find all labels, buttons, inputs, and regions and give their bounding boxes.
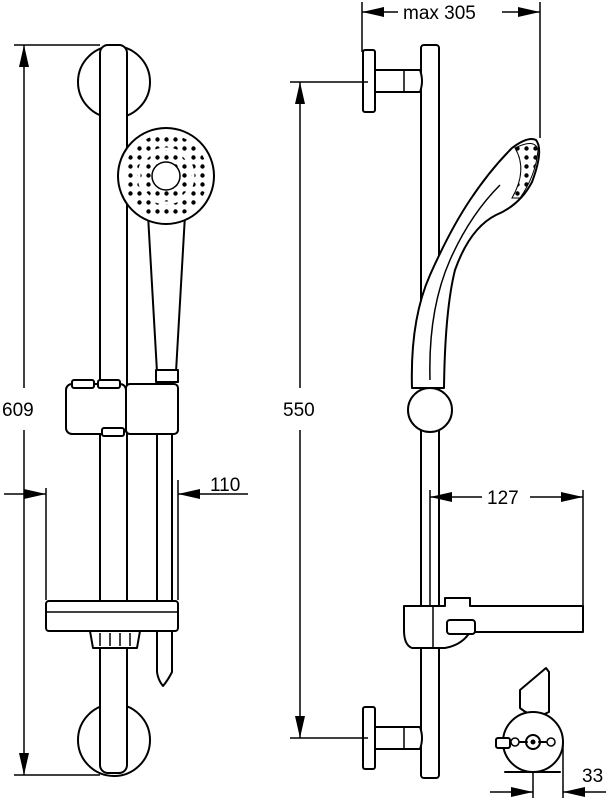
hand-shower-handle xyxy=(147,214,186,383)
side-hand-shower xyxy=(410,138,541,389)
hand-shower-head xyxy=(117,127,215,225)
dimension-clamp-offset: 33 xyxy=(490,742,606,798)
dimension-max-305-label: max 305 xyxy=(403,3,476,24)
dimension-33-label: 33 xyxy=(582,766,603,787)
shower-hose xyxy=(156,379,173,687)
front-view xyxy=(45,44,215,777)
side-top-bracket xyxy=(362,49,423,113)
dimension-127-label: 127 xyxy=(487,488,519,509)
wall-bracket-detail xyxy=(495,667,564,773)
dimension-110-label: 110 xyxy=(210,475,240,496)
side-slider-knob xyxy=(407,387,453,433)
dimension-total-height: 609 xyxy=(2,44,100,776)
dimension-bar-centres: 550 xyxy=(283,81,368,739)
slider xyxy=(65,379,179,437)
dimension-side-projection: 127 xyxy=(429,488,584,606)
side-soap-dish xyxy=(403,597,584,649)
soap-dish xyxy=(45,600,179,649)
side-view xyxy=(362,44,584,779)
dimension-max-reach: max 305 xyxy=(361,2,541,138)
dimension-550-label: 550 xyxy=(283,400,315,421)
dimension-front-projection: 110 xyxy=(4,475,248,600)
dimension-609-label: 609 xyxy=(2,400,34,421)
side-bottom-bracket xyxy=(362,706,423,770)
